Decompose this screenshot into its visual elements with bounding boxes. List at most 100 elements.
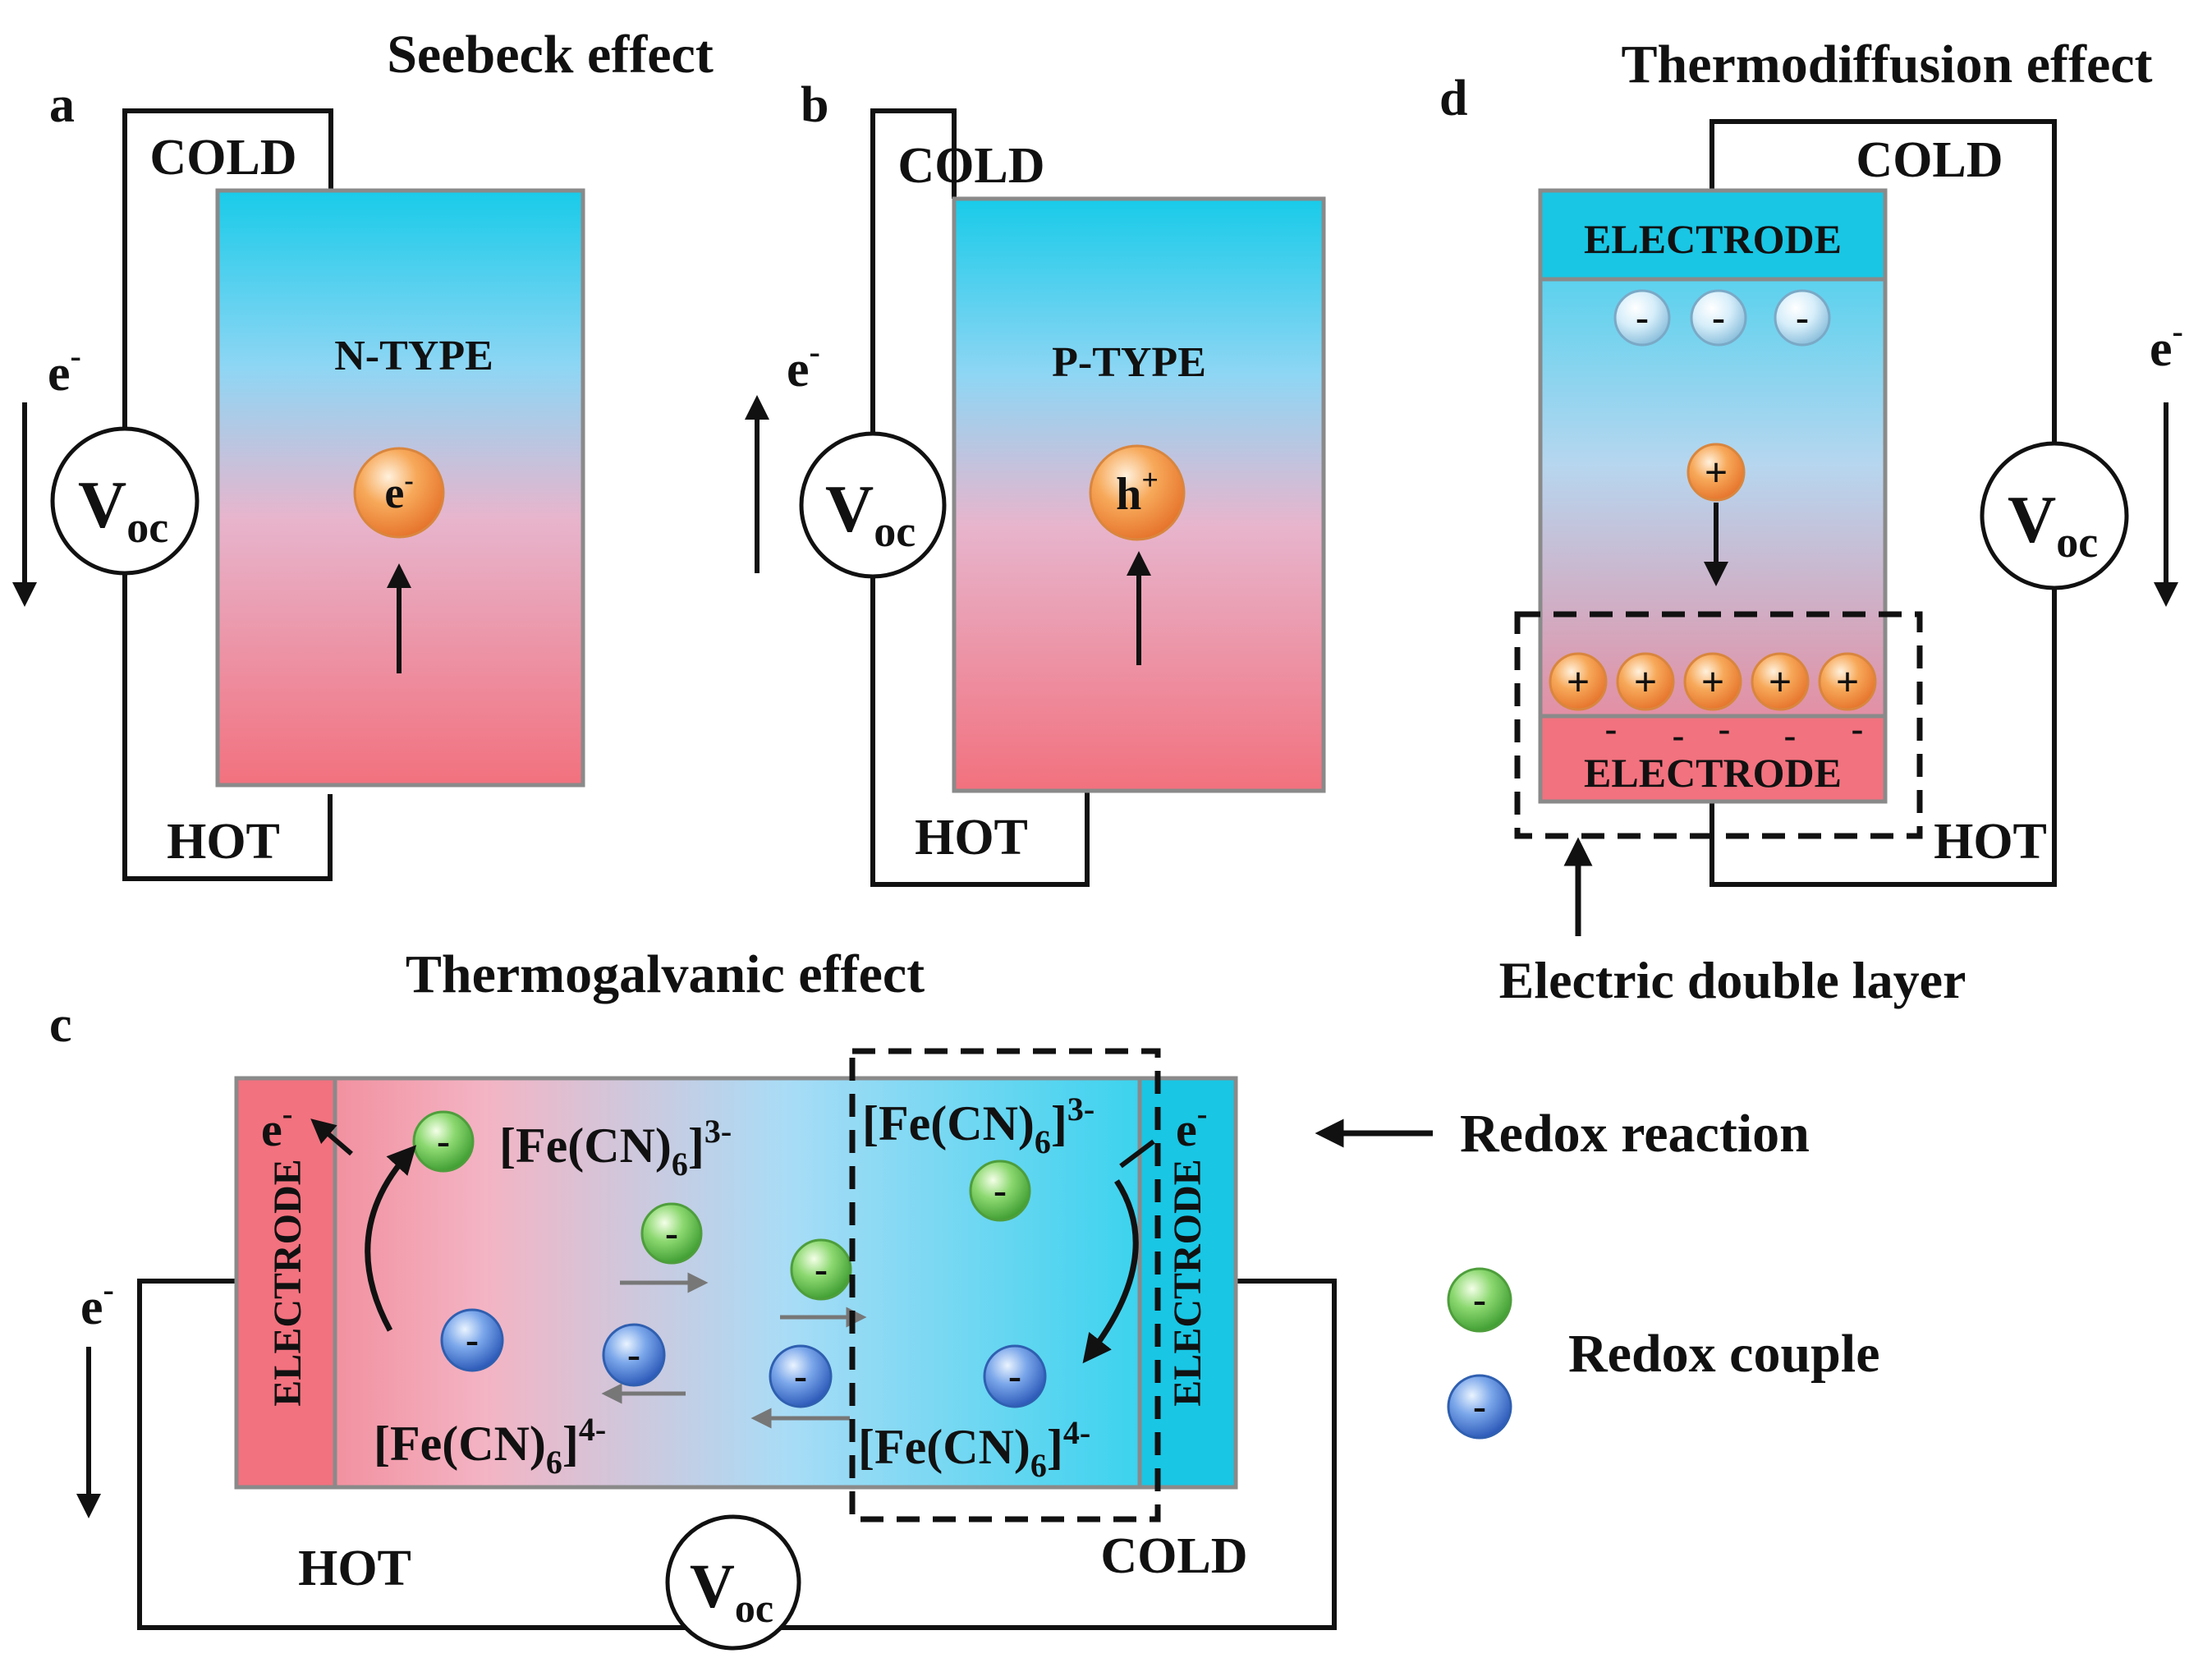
svg-text:h+: h+ [1116, 463, 1159, 520]
svg-text:-: - [1784, 715, 1797, 756]
ferrocyanide-label-left: [Fe(CN)6]4- [374, 1411, 606, 1481]
positive-ion: + [1818, 652, 1877, 711]
cold-electrode-electron: e- [1176, 1097, 1207, 1156]
ferrocyanide-ion: - [769, 1344, 833, 1408]
svg-text:+: + [1701, 659, 1725, 705]
electric-double-layer-box [1514, 611, 1923, 839]
panel-c-cold-label: COLD [1100, 1528, 1247, 1584]
panel-b-electron-label: e- [787, 333, 820, 397]
panel-a-hot-label: HOT [167, 814, 280, 870]
voltmeter-a: Voc [50, 426, 200, 576]
svg-text:+: + [1705, 449, 1728, 495]
legend-ferricyanide-ion: - [1447, 1267, 1512, 1333]
edl-label: Electric double layer [1499, 951, 1966, 1009]
ferricyanide-ion: - [969, 1160, 1031, 1222]
p-type-label: P-TYPE [1052, 339, 1206, 386]
ferricyanide-ion: - [790, 1238, 852, 1301]
svg-text:-: - [466, 1318, 479, 1362]
electron-carrier: e- [353, 447, 445, 539]
svg-text:-: - [437, 1119, 450, 1163]
voltmeter-b: Voc [799, 431, 947, 579]
top-electrode-label: ELECTRODE [1584, 216, 1842, 262]
svg-text:-: - [1852, 709, 1864, 749]
panel-b-cold-label: COLD [897, 138, 1044, 194]
svg-text:-: - [1719, 709, 1731, 749]
positive-ion: + [1549, 652, 1608, 711]
svg-text:e-: e- [384, 466, 413, 517]
negative-ion: - [1613, 289, 1671, 347]
voltmeter-d: Voc [1980, 441, 2129, 590]
top-electrode [1538, 188, 1888, 282]
panel-letter-d: d [1439, 71, 1467, 126]
seebeck-title: Seebeck effect [387, 25, 714, 85]
ferrocyanide-ion: - [983, 1344, 1047, 1408]
svg-text:-: - [815, 1247, 828, 1291]
reduction-arrow [1082, 1179, 1139, 1364]
svg-text:-: - [1636, 296, 1649, 339]
svg-text:-: - [1473, 1385, 1486, 1428]
svg-text:+: + [1836, 659, 1860, 705]
ferricyanide-label-right: [Fe(CN)6]3- [862, 1091, 1095, 1160]
thermogalvanic-title: Thermogalvanic effect [406, 944, 925, 1004]
svg-text:-: - [1673, 715, 1685, 756]
bottom-electrode [1538, 714, 1888, 804]
cold-electrode-label: ELECTRODE [1166, 1159, 1209, 1406]
panel-c-hot-label: HOT [298, 1541, 411, 1596]
electron-uptake-line [1119, 1139, 1155, 1169]
svg-text:-: - [1712, 296, 1725, 339]
redox-reaction-box [849, 1048, 1161, 1523]
panel-a: a Seebeck effect COLD HOT N-TYPE e- Voc … [12, 25, 714, 881]
hot-electrode-label: ELECTRODE [266, 1159, 310, 1406]
panel-letter-c: c [49, 997, 72, 1053]
panel-letter-a: a [49, 77, 75, 133]
positive-ion: + [1616, 652, 1675, 711]
svg-text:+: + [1634, 659, 1658, 705]
panel-a-electron-label: e- [48, 338, 81, 402]
redox-couple-legend: - - Redox couple [1447, 1267, 1880, 1440]
svg-text:-: - [994, 1169, 1007, 1212]
svg-text:-: - [1008, 1354, 1021, 1398]
svg-text:-: - [1473, 1278, 1486, 1321]
redox-couple-label: Redox couple [1568, 1324, 1880, 1384]
ferrocyanide-ion: - [440, 1308, 504, 1372]
svg-text:+: + [1567, 659, 1590, 705]
ferrocyanide-label-right: [Fe(CN)6]4- [858, 1414, 1090, 1484]
svg-text:-: - [1605, 709, 1618, 749]
n-type-label: N-TYPE [334, 333, 493, 379]
svg-text:Voc: Voc [78, 467, 168, 552]
positive-ion: + [1683, 652, 1742, 711]
svg-text:-: - [665, 1211, 678, 1255]
panel-d-hot-label: HOT [1934, 814, 2047, 870]
hot-electrode [234, 1076, 337, 1490]
panel-d: d Thermodiffusion effect COLD HOT ELECTR… [1439, 34, 2183, 1009]
svg-text:+: + [1769, 659, 1792, 705]
ferricyanide-label-left: [Fe(CN)6]3- [499, 1113, 732, 1183]
positive-ion: + [1687, 443, 1746, 502]
negative-ion: - [1690, 289, 1747, 347]
panel-letter-b: b [801, 77, 828, 133]
legend-ferrocyanide-ion: - [1447, 1374, 1512, 1440]
svg-text:-: - [1796, 296, 1809, 339]
panel-c-electron-label: e- [80, 1271, 114, 1335]
redox-reaction-label: Redox reaction [1460, 1104, 1810, 1164]
svg-text:-: - [794, 1354, 807, 1398]
oxidation-arrow [365, 1145, 417, 1332]
electrode-surface-charges: - - - - - [1605, 709, 1864, 756]
hole-carrier: h+ [1089, 444, 1186, 541]
svg-text:Voc: Voc [825, 471, 916, 556]
hot-electrode-electron: e- [261, 1097, 292, 1156]
panel-a-cold-label: COLD [149, 130, 296, 186]
thermodiffusion-title: Thermodiffusion effect [1621, 34, 2152, 94]
svg-text:-: - [627, 1333, 640, 1376]
panel-d-cold-label: COLD [1856, 132, 2003, 188]
adsorbed-positive-ions: + + + + + [1549, 652, 1877, 711]
panel-d-electron-label: e- [2150, 313, 2183, 377]
svg-text:Voc: Voc [690, 1552, 773, 1631]
electron-release-arrow [310, 1118, 353, 1156]
panel-b: b COLD HOT P-TYPE h+ Voc e- [745, 77, 1326, 887]
ferricyanide-ion: - [412, 1110, 475, 1173]
bottom-electrode-label: ELECTRODE [1584, 750, 1842, 796]
panel-c: c Thermogalvanic effect ELECTRODE ELECTR… [49, 944, 1880, 1651]
svg-text:Voc: Voc [2008, 482, 2098, 567]
